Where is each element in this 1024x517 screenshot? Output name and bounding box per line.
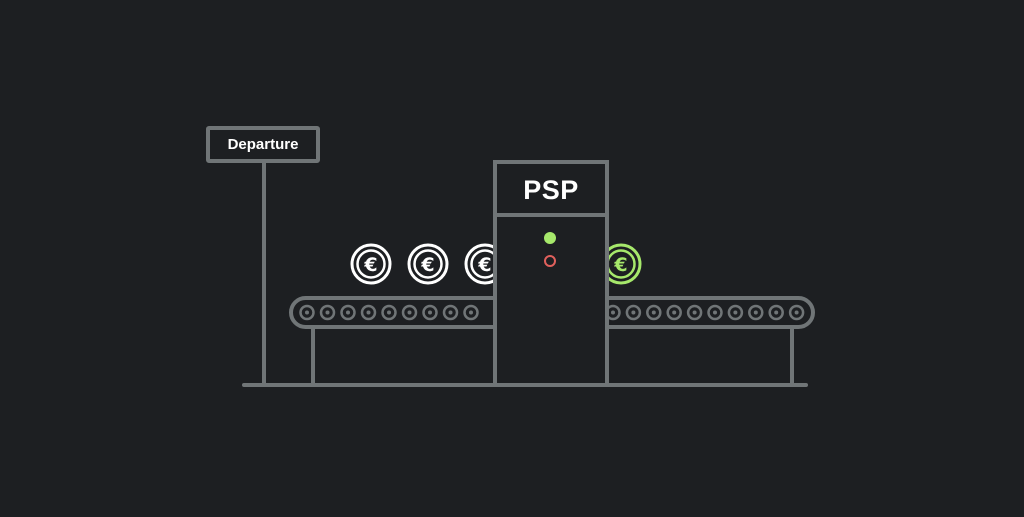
departure-sign: Departure: [206, 126, 320, 163]
departure-sign-label: Departure: [227, 136, 299, 153]
roller-hub-icon: [774, 310, 779, 315]
go-light-icon: [544, 232, 556, 244]
roller-icon: [299, 304, 315, 321]
psp-gate-label-box: PSP: [497, 166, 605, 214]
roller-hub-icon: [448, 310, 453, 315]
roller-hub-icon: [428, 310, 432, 315]
svg-text:€: €: [613, 254, 627, 276]
roller-icon: [686, 304, 703, 321]
psp-gate: [493, 160, 609, 387]
pending-coins: € € €: [350, 243, 506, 285]
roller-hub-icon: [387, 310, 391, 315]
euro-coin-icon: €: [350, 243, 392, 285]
roller-icon: [442, 304, 459, 321]
roller-icon: [625, 304, 642, 321]
conveyor-rollers: [299, 304, 805, 321]
roller-icon: [646, 304, 662, 321]
roller-icon: [401, 304, 418, 321]
roller-hub-icon: [325, 310, 330, 315]
roller-hub-icon: [407, 310, 412, 315]
roller-icon: [463, 304, 479, 321]
roller-hub-icon: [469, 310, 473, 315]
roller-hub-icon: [713, 310, 717, 315]
roller-hub-icon: [305, 310, 309, 315]
svg-text:€: €: [420, 254, 434, 276]
roller-hub-icon: [346, 310, 350, 315]
roller-icon: [360, 304, 377, 321]
roller-hub-icon: [651, 310, 656, 315]
roller-icon: [666, 304, 682, 321]
roller-icon: [319, 304, 336, 321]
roller-hub-icon: [692, 310, 697, 315]
roller-icon: [788, 304, 805, 321]
roller-hub-icon: [672, 310, 677, 315]
svg-text:€: €: [477, 254, 491, 276]
roller-hub-icon: [366, 310, 371, 315]
roller-hub-icon: [733, 310, 738, 315]
stop-light-icon: [544, 255, 556, 267]
roller-icon: [707, 304, 723, 321]
roller-icon: [422, 304, 438, 321]
roller-icon: [381, 304, 397, 321]
roller-icon: [768, 304, 784, 321]
euro-coin-icon: €: [407, 243, 449, 285]
psp-gate-label: PSP: [523, 174, 579, 205]
roller-icon: [727, 304, 744, 321]
roller-icon: [748, 304, 764, 321]
roller-hub-icon: [631, 310, 636, 315]
roller-hub-icon: [753, 310, 758, 315]
svg-text:€: €: [363, 254, 377, 276]
roller-icon: [340, 304, 356, 321]
roller-hub-icon: [611, 310, 615, 315]
roller-hub-icon: [794, 310, 799, 315]
